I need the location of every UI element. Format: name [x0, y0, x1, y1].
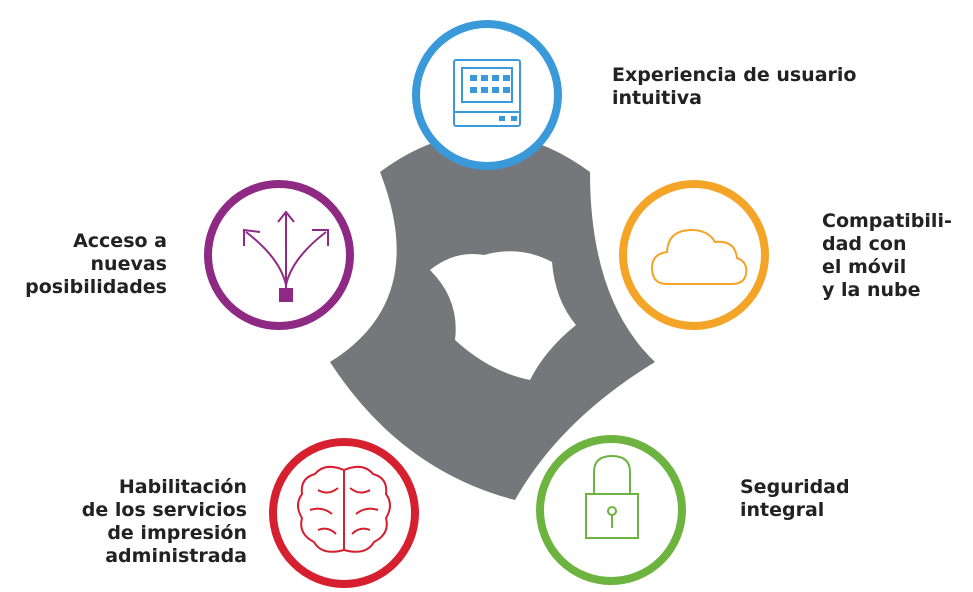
label-ux-line: Experiencia de usuario: [612, 64, 857, 86]
label-print-line: administrada: [105, 545, 247, 567]
label-access: Acceso a nuevas posibilidades: [25, 230, 167, 299]
node-ux-ring: [412, 20, 562, 170]
label-print-line: de impresión: [107, 522, 247, 544]
center-star-shape: [330, 133, 655, 500]
touch-panel-icon: [453, 59, 521, 127]
label-print-line: de los servicios: [81, 499, 247, 521]
label-access-line: nuevas: [90, 253, 167, 275]
node-access: [204, 180, 354, 330]
label-cloud-line: y la nube: [822, 279, 921, 301]
node-cloud: [619, 180, 769, 330]
label-ux: Experiencia de usuario intuitiva: [612, 64, 856, 110]
branching-arrows-icon: [243, 210, 329, 292]
node-security-ring: [536, 435, 686, 585]
label-security-line: integral: [740, 499, 825, 521]
padlock-icon: [585, 454, 639, 539]
label-cloud-line: Compatibili-: [822, 210, 952, 232]
label-access-line: Acceso a: [73, 230, 167, 252]
cloud-icon: [650, 228, 748, 285]
label-access-line: posibilidades: [25, 276, 167, 298]
label-cloud: Compatibili- dad con el móvil y la nube: [822, 210, 952, 302]
label-ux-line: intuitiva: [612, 87, 702, 109]
label-cloud-line: dad con: [822, 233, 907, 255]
label-security: Seguridad integral: [740, 476, 850, 522]
brain-icon: [297, 465, 391, 553]
node-ux: [412, 20, 562, 170]
branching-origin-square: [279, 288, 293, 302]
node-access-ring: [204, 180, 354, 330]
node-security: [536, 435, 686, 585]
label-print-line: Habilitación: [118, 476, 247, 498]
node-cloud-ring: [619, 180, 769, 330]
label-print: Habilitación de los servicios de impresi…: [82, 476, 247, 568]
touch-panel-keys: [470, 75, 517, 121]
label-cloud-line: el móvil: [822, 256, 907, 278]
node-print: [269, 438, 419, 588]
label-security-line: Seguridad: [740, 476, 850, 498]
